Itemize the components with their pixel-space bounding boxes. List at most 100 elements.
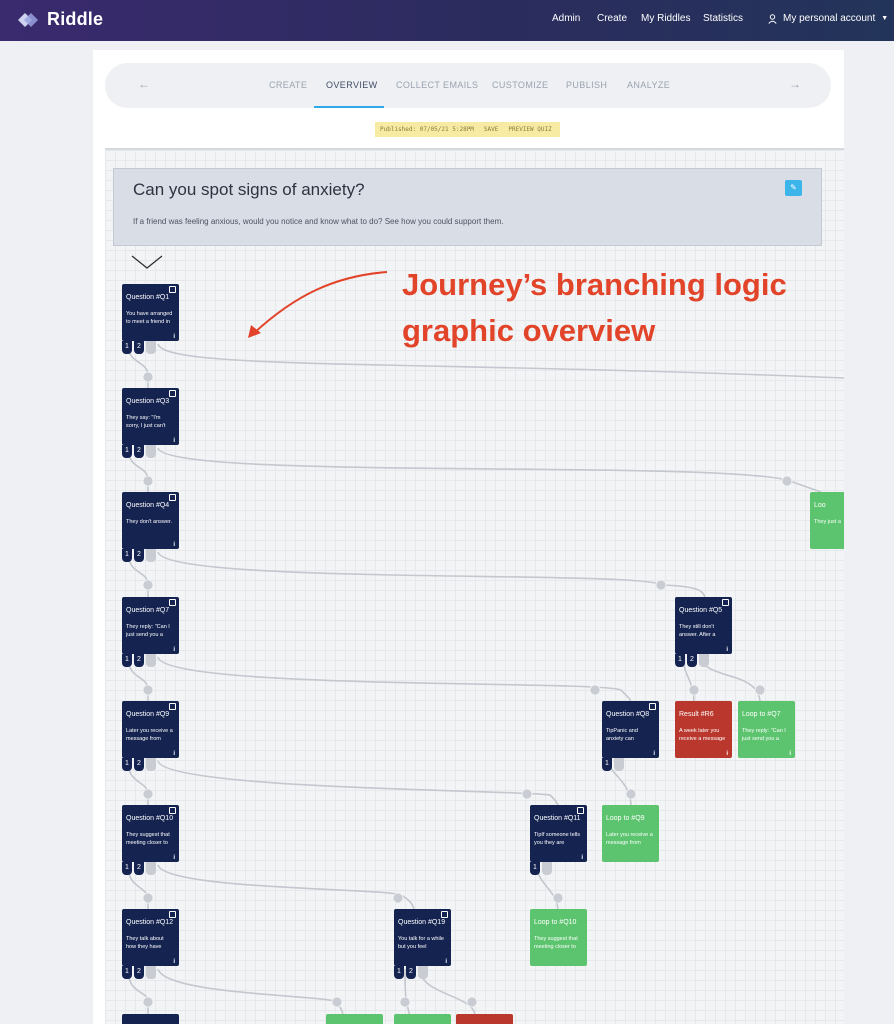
copy-icon[interactable] [169,494,176,501]
info-icon[interactable]: i [173,959,175,965]
node-result-r6[interactable]: Result #R6 A week later you receive a me… [675,701,732,758]
nav-admin[interactable]: Admin [552,13,581,24]
info-icon[interactable]: i [726,751,728,757]
node-question-q8[interactable]: Question #Q8 TipPanic and anxiety can i [602,701,659,758]
add-answer-tab[interactable]: + [146,445,156,458]
prev-arrow-icon[interactable]: ← [138,77,150,91]
node-text: Later you receive a message from [606,832,653,846]
save-link[interactable]: SAVE [483,126,499,133]
answer-tab-2[interactable]: 2 [134,758,144,771]
node-question-q9[interactable]: Question #Q9 Later you receive a message… [122,701,179,758]
add-answer-tab[interactable]: + [542,862,552,875]
add-answer-tab[interactable]: + [146,341,156,354]
add-answer-tab[interactable]: + [699,654,709,667]
node-loop-partial[interactable]: Loo They just a [810,492,844,549]
node-text: They just a [814,519,841,525]
answer-tab-1[interactable]: 1 [122,758,132,771]
node-result-partial-bottom[interactable] [456,1014,513,1024]
answer-tab-2[interactable]: 2 [134,654,144,667]
answer-tab-1[interactable]: 1 [530,862,540,875]
answer-tab-1[interactable]: 1 [122,445,132,458]
copy-icon[interactable] [169,599,176,606]
answer-tab-2[interactable]: 2 [134,549,144,562]
next-arrow-icon[interactable]: → [789,77,801,91]
node-question-partial[interactable] [122,1014,179,1024]
answer-tab-2[interactable]: 2 [134,341,144,354]
copy-icon[interactable] [169,390,176,397]
add-answer-tab[interactable]: + [146,654,156,667]
info-icon[interactable]: i [173,751,175,757]
account-menu[interactable]: My personal account ▼ [768,13,888,24]
copy-icon[interactable] [577,807,584,814]
answer-tab-2[interactable]: 2 [134,445,144,458]
node-loop-q10[interactable]: Loop to #Q10 They suggest that meeting c… [530,909,587,966]
copy-icon[interactable] [169,703,176,710]
answer-tab-1[interactable]: 1 [122,862,132,875]
tab-publish[interactable]: PUBLISH [566,80,608,90]
tab-overview[interactable]: OVERVIEW [326,80,378,90]
copy-icon[interactable] [169,286,176,293]
answer-tab-1[interactable]: 1 [675,654,685,667]
copy-icon[interactable] [722,599,729,606]
info-icon[interactable]: i [173,438,175,444]
node-text: You have arranged to meet a friend in [126,311,173,325]
answer-tab-1[interactable]: 1 [122,966,132,979]
copy-icon[interactable] [441,911,448,918]
tab-collect-emails[interactable]: COLLECT EMAILS [396,80,479,90]
add-answer-tab[interactable]: + [146,966,156,979]
info-icon[interactable]: i [789,751,791,757]
info-icon[interactable]: i [173,647,175,653]
info-icon[interactable]: i [173,542,175,548]
node-question-q5[interactable]: Question #Q5 They still don't answer. Af… [675,597,732,654]
node-question-q12[interactable]: Question #Q12 They talk about how they h… [122,909,179,966]
edit-icon[interactable]: ✎ [785,180,802,196]
node-title: Question #Q7 [126,607,170,614]
answer-tab-1[interactable]: 1 [602,758,612,771]
node-loop-partial-bottom[interactable] [394,1014,451,1024]
info-icon[interactable]: i [173,855,175,861]
answer-tab-2[interactable]: 2 [687,654,697,667]
answer-tab-1[interactable]: 1 [122,341,132,354]
copy-icon[interactable] [169,911,176,918]
add-answer-tab[interactable]: + [146,758,156,771]
branching-canvas[interactable]: Can you spot signs of anxiety? If a frie… [105,148,844,1024]
node-loop-q9[interactable]: Loop to #Q9 Later you receive a message … [602,805,659,862]
node-text: They suggest that meeting closer to [126,832,170,846]
copy-icon[interactable] [169,807,176,814]
answer-tab-2[interactable]: 2 [134,862,144,875]
top-navbar: Riddle Admin Create My Riddles Statistic… [0,0,894,41]
info-icon[interactable]: i [445,959,447,965]
copy-icon[interactable] [649,703,656,710]
info-icon[interactable]: i [173,334,175,340]
info-icon[interactable]: i [653,751,655,757]
quiz-header-box[interactable]: Can you spot signs of anxiety? If a frie… [113,168,822,246]
add-answer-tab[interactable]: + [614,758,624,771]
preview-quiz-link[interactable]: PREVIEW QUIZ [508,126,552,133]
tab-customize[interactable]: CUSTOMIZE [492,80,549,90]
riddle-logo[interactable]: Riddle [16,9,103,30]
node-loop-q7[interactable]: Loop to #Q7 They reply: "Can I just send… [738,701,795,758]
answer-tab-1[interactable]: 1 [394,966,404,979]
answer-tab-2[interactable]: 2 [406,966,416,979]
node-loop-partial-bottom[interactable] [326,1014,383,1024]
info-icon[interactable]: i [581,855,583,861]
answer-tab-1[interactable]: 1 [122,654,132,667]
node-question-q10[interactable]: Question #Q10 They suggest that meeting … [122,805,179,862]
add-answer-tab[interactable]: + [418,966,428,979]
add-answer-tab[interactable]: + [146,549,156,562]
node-question-q11[interactable]: Question #Q11 TipIf someone tells you th… [530,805,587,862]
add-answer-tab[interactable]: + [146,862,156,875]
nav-create[interactable]: Create [597,13,628,24]
tab-create[interactable]: CREATE [269,80,308,90]
nav-statistics[interactable]: Statistics [703,13,744,24]
tab-analyze[interactable]: ANALYZE [627,80,671,90]
answer-tab-2[interactable]: 2 [134,966,144,979]
node-question-q7[interactable]: Question #Q7 They reply: "Can I just sen… [122,597,179,654]
nav-my-riddles[interactable]: My Riddles [641,13,691,24]
node-question-q4[interactable]: Question #Q4 They don't answer. i [122,492,179,549]
info-icon[interactable]: i [726,647,728,653]
node-question-q19[interactable]: Question #Q19 You talk for a while but y… [394,909,451,966]
node-question-q1[interactable]: Question #Q1 You have arranged to meet a… [122,284,179,341]
node-question-q3[interactable]: Question #Q3 They say: "I'm sorry, I jus… [122,388,179,445]
answer-tab-1[interactable]: 1 [122,549,132,562]
